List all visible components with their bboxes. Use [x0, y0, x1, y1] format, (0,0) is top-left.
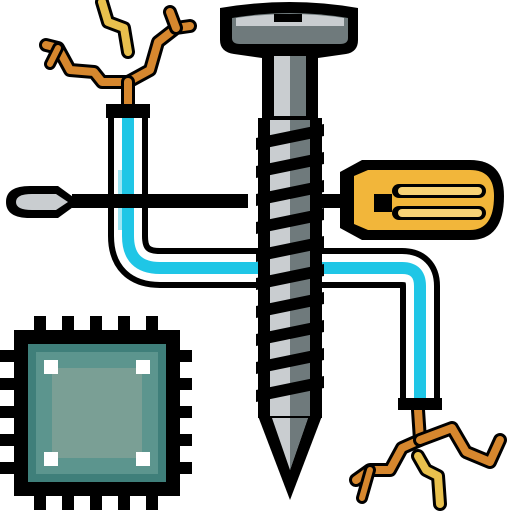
screwdriver-icon [6, 160, 504, 240]
bottom-crack-icon [349, 403, 507, 511]
microchip-icon [0, 316, 192, 510]
screw-icon [220, 2, 358, 500]
top-crack-icon [39, 0, 197, 111]
